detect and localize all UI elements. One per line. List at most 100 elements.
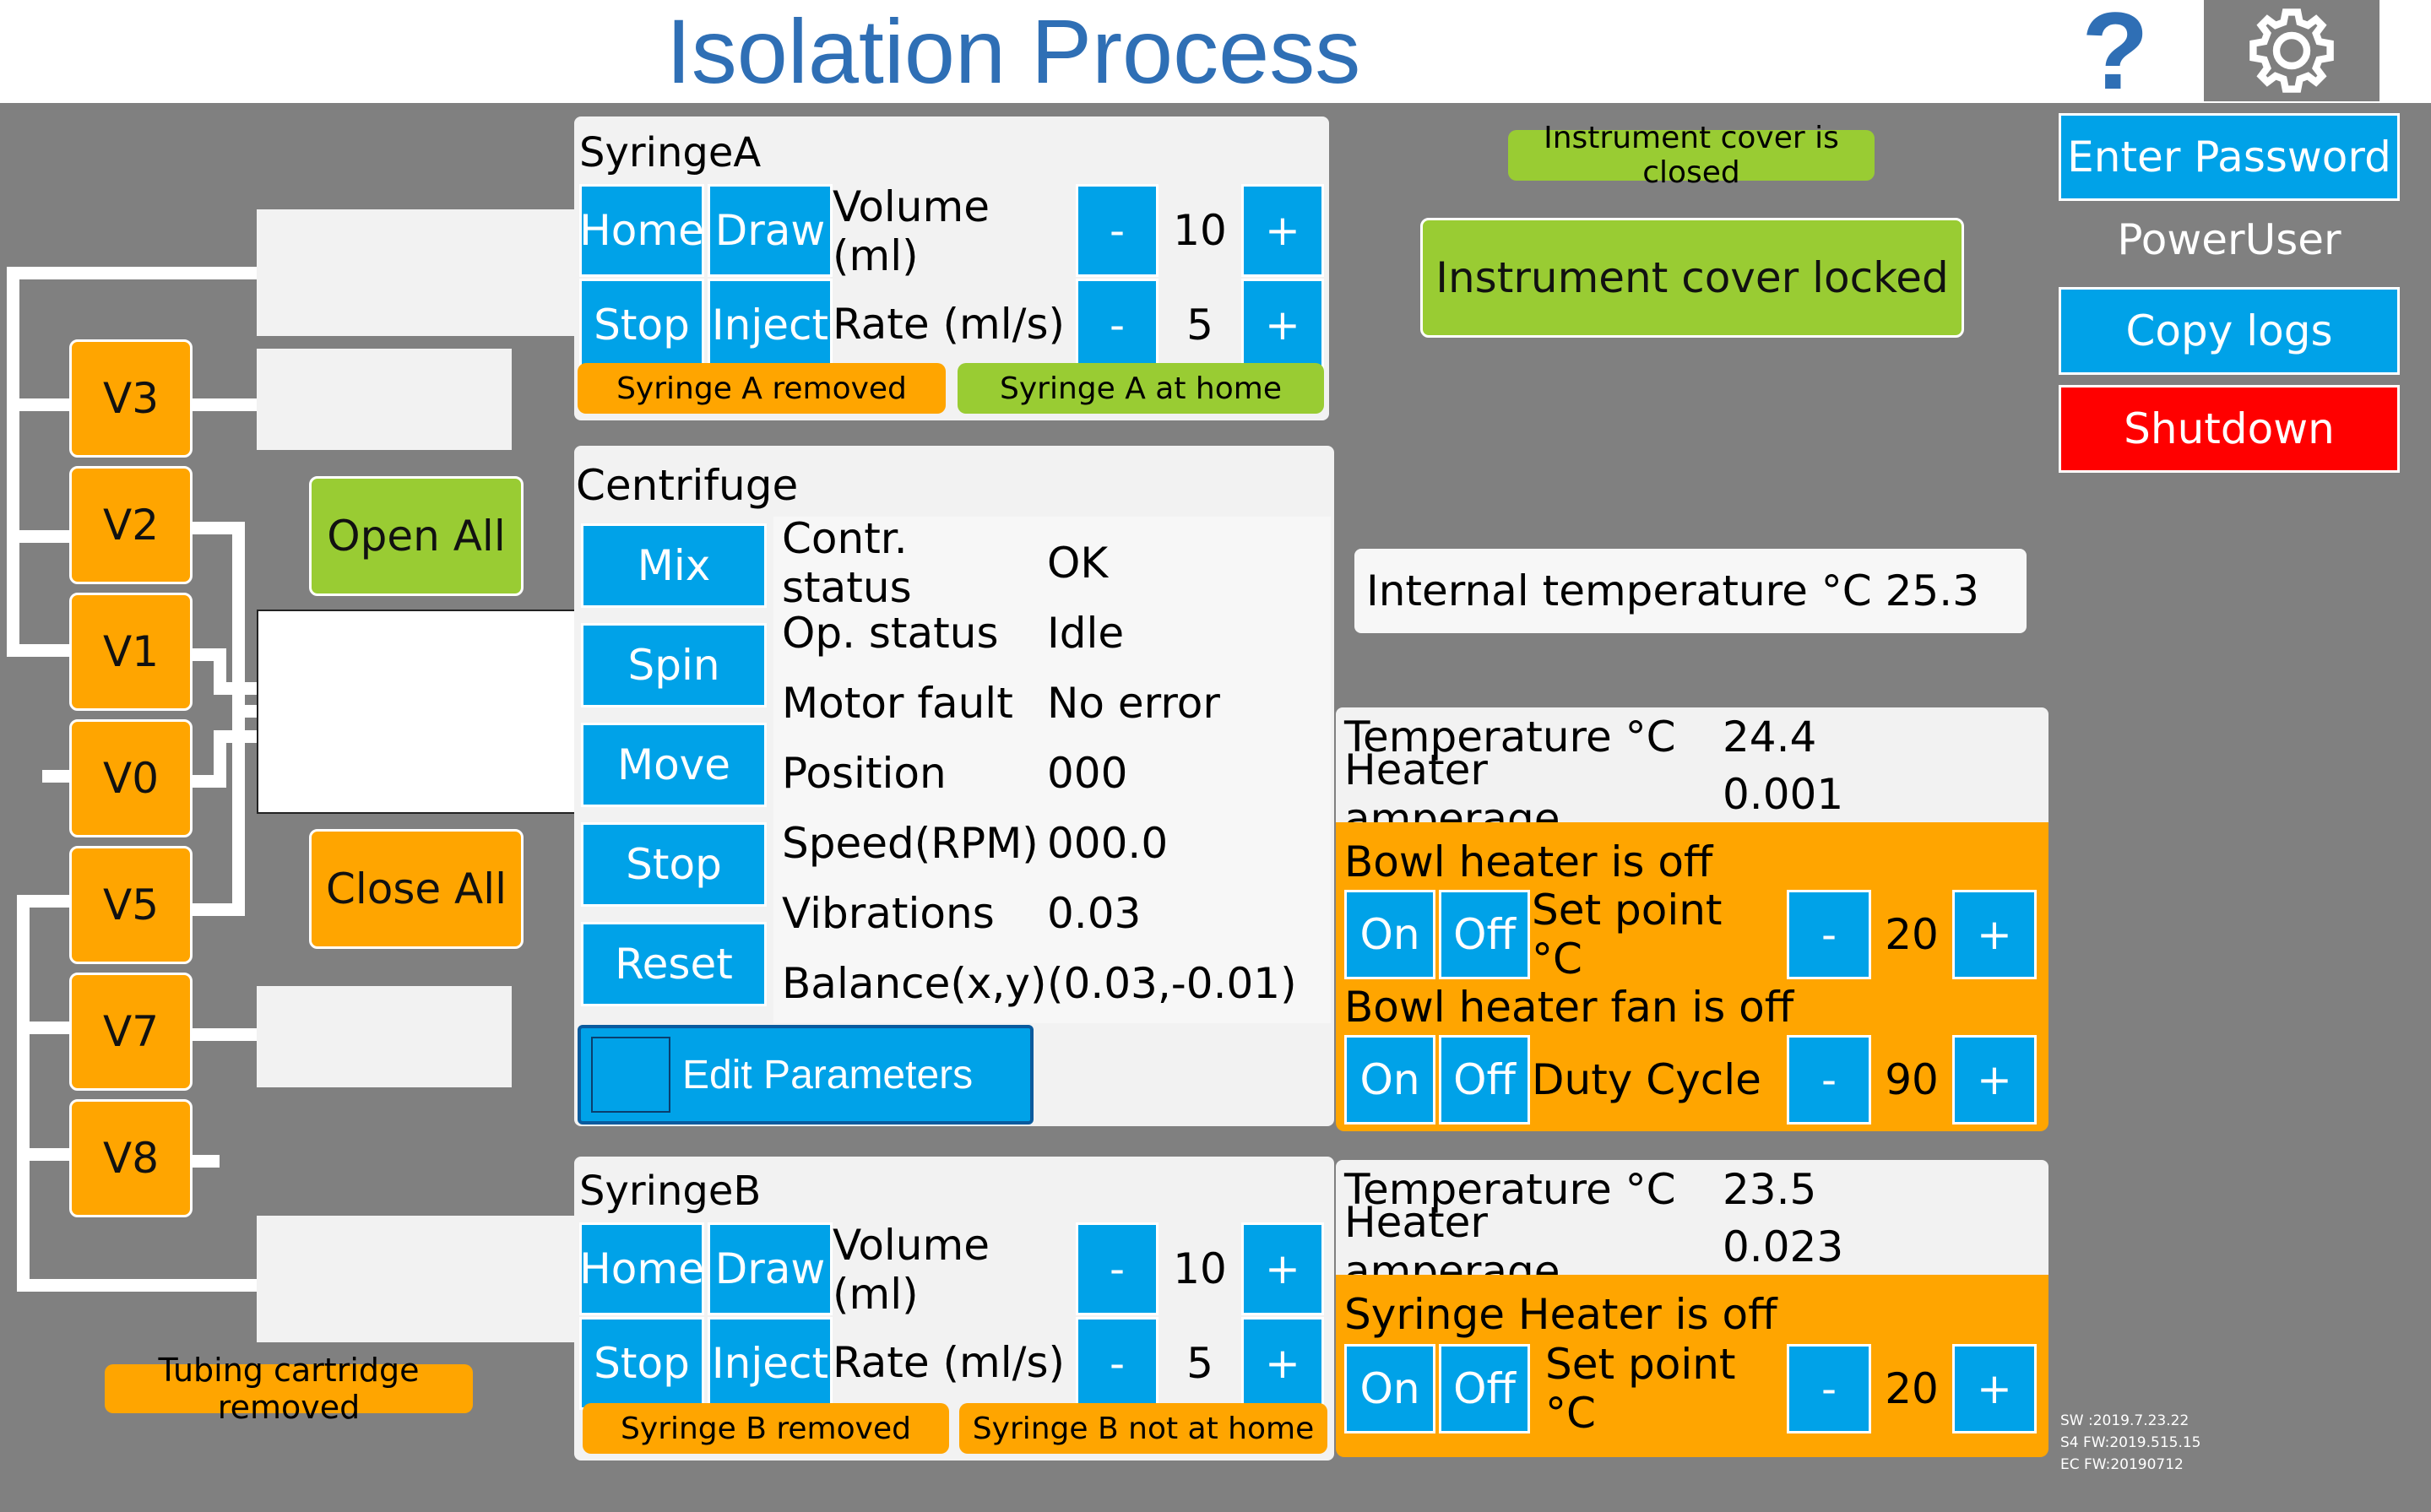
bowl-setpoint-value: 20 [1885, 910, 1939, 959]
centrifuge-reset-button[interactable]: Reset [581, 922, 767, 1006]
syringe-b-rate-minus[interactable]: - [1076, 1317, 1159, 1410]
syringe-b-inject-button[interactable]: Inject [708, 1317, 833, 1410]
syringe-a-draw-button[interactable]: Draw [708, 184, 833, 277]
syringe-heater-amp-label: Heater amperage [1344, 1198, 1560, 1296]
bowl-heater-off-button[interactable]: Off [1439, 890, 1530, 979]
bowl-heater-on-button[interactable]: On [1344, 890, 1435, 979]
valve-v2[interactable]: V2 [69, 466, 193, 584]
centrifuge-stop-button[interactable]: Stop [581, 822, 767, 907]
valve-v5[interactable]: V5 [69, 846, 193, 964]
syringe-b-home-button[interactable]: Home [579, 1222, 704, 1315]
centrifuge-row-label: Balance(x,y) [782, 959, 1047, 1008]
bowl-fan-off-button[interactable]: Off [1439, 1035, 1530, 1125]
bowl-fan-on-button[interactable]: On [1344, 1035, 1435, 1125]
syringe-b-volume-label: Volume (ml) [833, 1221, 990, 1319]
valve-v1[interactable]: V1 [69, 593, 193, 711]
syringe-heater-setpoint-plus[interactable]: + [1952, 1344, 2037, 1433]
valve-v8[interactable]: V8 [69, 1099, 193, 1217]
current-user-label: PowerUser [2117, 215, 2341, 264]
bowl-setpoint-plus[interactable]: + [1952, 890, 2037, 979]
slot-top [257, 209, 576, 336]
settings-button[interactable] [2204, 0, 2379, 101]
syringe-b-rate-label: Rate (ml/s) [833, 1338, 1066, 1387]
syringe-b-title: SyringeB [579, 1168, 762, 1215]
syringe-a-rate-label: Rate (ml/s) [833, 300, 1066, 349]
syringe-b-rate-value: 5 [1186, 1339, 1213, 1388]
centrifuge-row-value: (0.03,-0.01) [1047, 959, 1297, 1008]
syringe-b-home-badge: Syringe B not at home [959, 1403, 1327, 1454]
syringe-heater-readout-panel [1336, 1160, 2048, 1278]
centrifuge-row-label: Motor fault [782, 679, 1013, 728]
version-s4-fw: S4 FW:2019.515.15 [2060, 1434, 2201, 1451]
syringe-b-draw-button[interactable]: Draw [708, 1222, 833, 1315]
syringe-b-rate-plus[interactable]: + [1241, 1317, 1324, 1410]
copy-logs-button[interactable]: Copy logs [2059, 287, 2400, 375]
bowl-setpoint-label: Set point °C [1532, 886, 1723, 984]
close-all-button[interactable]: Close All [309, 829, 524, 949]
centrifuge-spin-button[interactable]: Spin [581, 623, 767, 707]
centrifuge-row-label: Contr. status [782, 514, 912, 612]
syringe-b-removed-badge: Syringe B removed [583, 1403, 949, 1454]
bowl-amp-value: 0.001 [1723, 770, 1844, 819]
syringe-heater-on-button[interactable]: On [1344, 1344, 1435, 1433]
syringe-heater-temp-label: Temperature °C [1344, 1165, 1676, 1214]
centrifuge-row-label: Op. status [782, 609, 999, 658]
syringe-heater-setpoint-label: Set point °C [1545, 1340, 1736, 1438]
centrifuge-row-value: Idle [1047, 609, 1125, 658]
slot-v3 [257, 349, 512, 450]
centrifuge-row-value: OK [1047, 539, 1109, 588]
bowl-duty-minus[interactable]: - [1787, 1035, 1871, 1125]
version-sw: SW :2019.7.23.22 [2060, 1412, 2190, 1429]
shutdown-button[interactable]: Shutdown [2059, 385, 2400, 473]
syringe-a-volume-plus[interactable]: + [1241, 184, 1324, 277]
help-button[interactable]: ? [2069, 0, 2162, 106]
syringe-a-volume-minus[interactable]: - [1076, 184, 1159, 277]
syringe-b-stop-button[interactable]: Stop [579, 1317, 704, 1410]
syringe-b-volume-minus[interactable]: - [1076, 1222, 1159, 1315]
bowl-temp-label: Temperature °C [1344, 713, 1676, 761]
enter-password-button[interactable]: Enter Password [2059, 113, 2400, 201]
centrifuge-row-value: 000.0 [1047, 819, 1169, 868]
centrifuge-title: Centrifuge [576, 461, 799, 510]
syringe-a-stop-button[interactable]: Stop [579, 279, 704, 371]
edit-parameters-button[interactable]: Edit Parameters [578, 1025, 1034, 1125]
syringe-a-home-button[interactable]: Home [579, 184, 704, 277]
bowl-duty-plus[interactable]: + [1952, 1035, 2037, 1125]
syringe-a-inject-button[interactable]: Inject [708, 279, 833, 371]
syringe-heater-setpoint-value: 20 [1885, 1364, 1939, 1413]
bowl-duty-value: 90 [1885, 1055, 1939, 1104]
gear-icon [2249, 8, 2334, 93]
edit-parameters-label: Edit Parameters [682, 1052, 974, 1097]
bowl-heater-status: Bowl heater is off [1344, 837, 1713, 886]
syringe-a-rate-plus[interactable]: + [1241, 279, 1324, 371]
syringe-a-volume-value: 10 [1173, 206, 1227, 255]
syringe-a-home-badge: Syringe A at home [958, 363, 1324, 414]
edit-parameters-checkbox[interactable] [591, 1037, 670, 1113]
syringe-heater-setpoint-minus[interactable]: - [1787, 1344, 1871, 1433]
syringe-b-volume-plus[interactable]: + [1241, 1222, 1324, 1315]
centrifuge-row-value: 0.03 [1047, 889, 1142, 938]
syringe-a-rate-minus[interactable]: - [1076, 279, 1159, 371]
centrifuge-move-button[interactable]: Move [581, 723, 767, 807]
centrifuge-mix-button[interactable]: Mix [581, 523, 767, 608]
version-ec-fw: EC FW:20190712 [2060, 1456, 2184, 1473]
syringe-heater-status: Syringe Heater is off [1344, 1290, 1777, 1339]
valve-v0[interactable]: V0 [69, 719, 193, 837]
centrifuge-row-value: No error [1047, 679, 1220, 728]
syringe-heater-off-button[interactable]: Off [1439, 1344, 1530, 1433]
valve-v7[interactable]: V7 [69, 973, 193, 1091]
open-all-button[interactable]: Open All [309, 476, 524, 596]
bowl-setpoint-minus[interactable]: - [1787, 890, 1871, 979]
syringe-a-rate-value: 5 [1186, 301, 1213, 350]
bowl-amp-label: Heater amperage [1344, 745, 1560, 843]
bowl-temp-value: 24.4 [1723, 713, 1817, 761]
syringe-b-volume-value: 10 [1173, 1244, 1227, 1293]
cover-locked-button[interactable]: Instrument cover locked [1420, 218, 1964, 338]
syringe-a-volume-label: Volume (ml) [833, 182, 990, 280]
centrifuge-row-label: Speed(RPM) [782, 819, 1039, 868]
tubing-status-badge: Tubing cartridge removed [105, 1352, 473, 1426]
syringe-a-removed-badge: Syringe A removed [578, 363, 946, 414]
slot-bottom [257, 1216, 576, 1342]
centrifuge-row-value: 000 [1047, 749, 1128, 798]
valve-v3[interactable]: V3 [69, 339, 193, 458]
